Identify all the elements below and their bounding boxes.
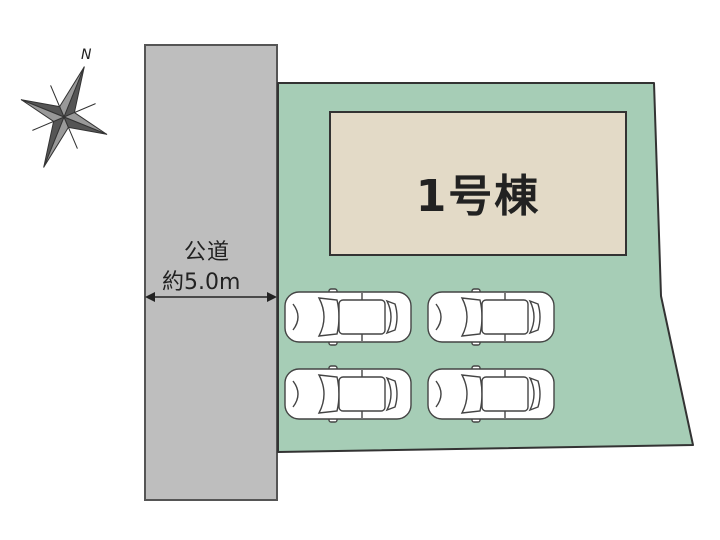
car-icon: [427, 288, 555, 346]
car-icon: [284, 365, 412, 423]
north-label: N: [81, 47, 92, 63]
public-road: [144, 44, 278, 501]
road-width-arrow: [145, 292, 277, 302]
car-icon: [427, 365, 555, 423]
building-footprint: [329, 111, 627, 256]
car-icon: [284, 288, 412, 346]
parking-area: [284, 288, 555, 423]
compass-rose-icon: [20, 66, 108, 168]
road-width-label: 約5.0m: [162, 270, 241, 295]
road-name-label: 公道: [184, 240, 231, 265]
building-label: 1号棟: [415, 171, 541, 222]
